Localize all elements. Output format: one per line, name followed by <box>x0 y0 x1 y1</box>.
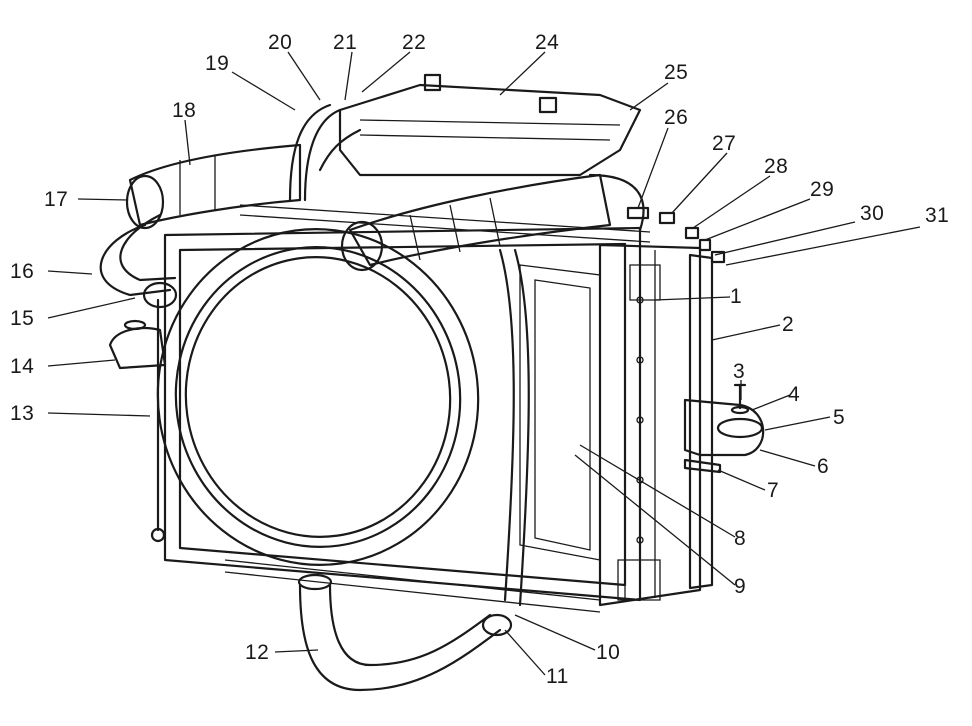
callout-10: 10 <box>596 641 620 664</box>
callout-13: 13 <box>10 402 34 425</box>
callout-labels: 1 2 3 4 5 6 7 8 9 10 11 12 13 14 15 16 1… <box>10 31 949 688</box>
radiator-top-fins <box>239 204 651 243</box>
radiator-core <box>163 204 651 613</box>
callout-12: 12 <box>245 641 269 664</box>
callout-1: 1 <box>730 285 742 308</box>
callout-21: 21 <box>333 31 357 54</box>
callout-5: 5 <box>833 406 845 429</box>
callout-31: 31 <box>925 204 949 227</box>
callout-19: 19 <box>205 52 229 75</box>
leader-lines <box>47 51 921 676</box>
callout-8: 8 <box>734 527 746 550</box>
callout-29: 29 <box>810 178 834 201</box>
left-return-hose <box>99 213 178 309</box>
callout-16: 16 <box>10 260 34 283</box>
vertical-coolant-pipe <box>498 248 515 602</box>
callout-9: 9 <box>734 575 746 598</box>
callout-25: 25 <box>664 61 688 84</box>
callout-17: 17 <box>44 188 68 211</box>
callout-15: 15 <box>10 307 34 330</box>
callout-22: 22 <box>402 31 426 54</box>
right-rubber-mount <box>683 383 765 474</box>
fan-shroud-ring <box>156 228 480 566</box>
upper-coolant-pipes <box>288 103 362 202</box>
callout-7: 7 <box>767 479 779 502</box>
radiator-bottom-fins <box>224 559 601 613</box>
callout-3: 3 <box>733 360 745 383</box>
left-intake-hose <box>125 143 302 230</box>
centre-charge-hose <box>340 173 645 272</box>
callout-14: 14 <box>10 355 34 378</box>
expansion-tank <box>338 73 642 177</box>
left-rubber-mount <box>108 319 167 370</box>
callout-30: 30 <box>860 202 884 225</box>
callout-20: 20 <box>268 31 292 54</box>
callout-26: 26 <box>664 106 688 129</box>
callout-11: 11 <box>546 665 569 688</box>
callout-18: 18 <box>172 99 196 122</box>
side-mounting-bracket <box>598 243 714 607</box>
callout-6: 6 <box>817 455 829 478</box>
callout-24: 24 <box>535 31 559 54</box>
bottom-outlet-hose <box>297 573 513 692</box>
callout-28: 28 <box>764 155 788 178</box>
callout-27: 27 <box>712 132 736 155</box>
callout-4: 4 <box>788 383 800 406</box>
callout-2: 2 <box>782 313 794 336</box>
